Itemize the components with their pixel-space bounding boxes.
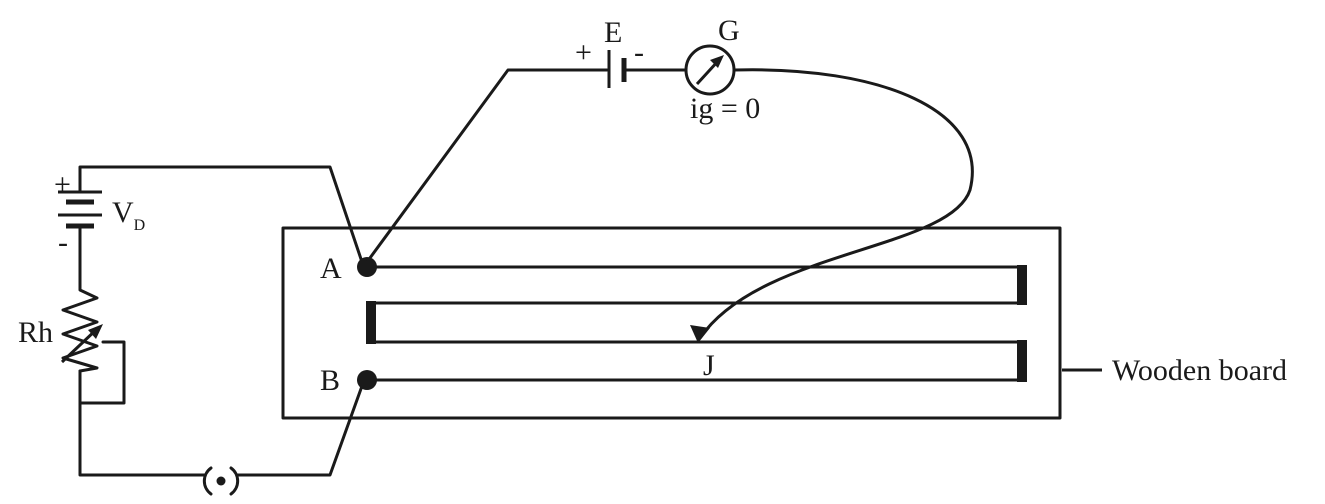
primary-cell-e: [607, 50, 627, 88]
jockey-label: J: [703, 349, 715, 382]
galvanometer-reading: ig = 0: [690, 92, 760, 125]
terminal-a-label: A: [320, 252, 342, 285]
terminal-b-label: B: [320, 364, 340, 397]
key-to-terminal-b-wire: [235, 384, 364, 477]
driver-negative-sign: -: [58, 226, 68, 259]
board-label: Wooden board: [1112, 354, 1287, 387]
copper-strip-left: [366, 301, 376, 344]
plug-key[interactable]: [202, 466, 240, 496]
driver-positive-sign: +: [54, 168, 71, 201]
terminal-b-dot[interactable]: [357, 370, 377, 390]
cell-label: E: [604, 16, 622, 49]
potentiometer-wire: [365, 265, 1024, 382]
jockey-arrow-head: [690, 325, 710, 343]
rheostat-to-key-wire: [78, 369, 207, 477]
cell-positive-sign: +: [575, 36, 592, 69]
cell-wire-to-a: [365, 68, 609, 264]
galvanometer-needle-head: [710, 55, 724, 68]
driver-positive-wire: [78, 165, 364, 264]
rheostat-arrow-head: [88, 324, 103, 339]
driver-battery: [58, 187, 102, 236]
copper-strip-right-bottom: [1017, 340, 1027, 382]
cell-negative-sign: -: [634, 36, 644, 69]
rheostat-tap-wire: [78, 340, 126, 405]
rheostat-label: Rh: [18, 316, 53, 349]
wooden-board: [281, 226, 1062, 420]
copper-strip-right-top: [1017, 265, 1027, 305]
rheostat-resistor: [61, 283, 99, 373]
galvanometer-label: G: [718, 14, 740, 47]
jockey-wire: [698, 68, 974, 340]
driver-voltage-label: VD: [112, 196, 145, 234]
